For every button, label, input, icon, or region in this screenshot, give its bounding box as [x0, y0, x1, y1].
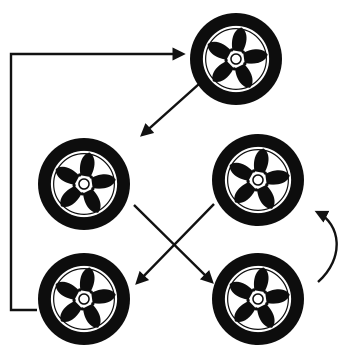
lug-nut — [263, 171, 267, 175]
lug-nut — [78, 173, 82, 177]
lug-nut — [265, 302, 269, 306]
tire-icon-spare — [190, 13, 282, 105]
lug-nut — [72, 183, 76, 187]
tire-icon-rear-left — [38, 253, 130, 345]
rim-ring — [205, 28, 267, 90]
rim-ring — [53, 153, 115, 215]
lug-nut — [91, 302, 95, 306]
lug-nut — [89, 290, 93, 294]
lug-nut — [265, 183, 269, 187]
lug-nut — [91, 187, 95, 191]
lug-nut — [230, 48, 234, 52]
lug-nut — [80, 192, 84, 196]
lug-nut — [254, 188, 258, 192]
lug-nut — [224, 58, 228, 62]
lug-nut — [254, 307, 258, 311]
tire-icon-front-right — [212, 134, 304, 226]
arrow-rear-left-to-spare — [9, 47, 186, 312]
hub — [230, 53, 242, 65]
lug-nut — [246, 179, 250, 183]
rim-ring — [227, 268, 289, 330]
arrow-rear-right-to-front-right — [314, 210, 338, 283]
arrow-front-left-to-rear-right — [133, 204, 214, 284]
hub — [252, 293, 264, 305]
tire-icon-rear-right — [212, 253, 304, 345]
lug-nut — [252, 169, 256, 173]
arrow-spare-to-front-left — [140, 83, 200, 137]
rim-ring — [53, 268, 115, 330]
rim-ring — [227, 149, 289, 211]
lug-nut — [263, 290, 267, 294]
hub — [78, 293, 90, 305]
lug-nut — [246, 298, 250, 302]
tire-icon-front-left — [38, 138, 130, 230]
rotation-arrows — [9, 47, 338, 312]
lug-nut — [78, 288, 82, 292]
lug-nut — [232, 67, 236, 71]
lug-nut — [89, 175, 93, 179]
lug-nut — [80, 307, 84, 311]
wheels — [38, 13, 304, 345]
hub — [78, 178, 90, 190]
lug-nut — [252, 288, 256, 292]
lug-nut — [72, 298, 76, 302]
lug-nut — [241, 50, 245, 54]
lug-nut — [243, 62, 247, 66]
arrow-front-right-to-rear-left — [135, 203, 215, 285]
hub — [252, 174, 264, 186]
